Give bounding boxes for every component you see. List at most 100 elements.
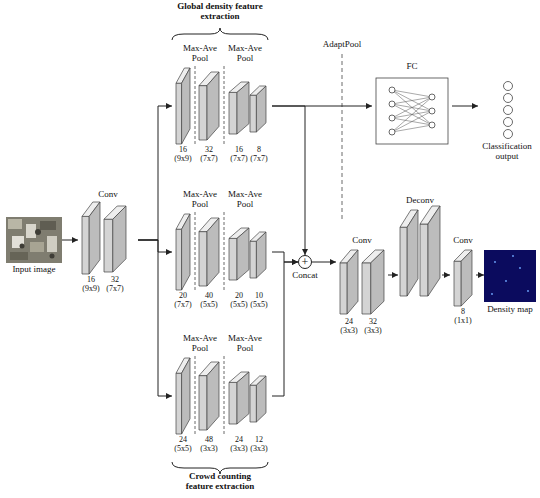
layer-size: 40 (5x5) <box>198 292 220 310</box>
fc-layer <box>389 115 395 121</box>
connector-arrow <box>62 240 78 241</box>
conv-block: Conv 24 (3x3)32 (3x3) <box>336 236 388 340</box>
adaptpool-divider <box>342 54 343 222</box>
deconv-block: Deconv <box>398 196 442 296</box>
fc-block: FC <box>372 62 452 150</box>
layer-label: Max-Ave Pool <box>225 334 265 354</box>
fc-layer <box>392 111 432 132</box>
connector-arrow <box>138 106 172 240</box>
fc-layer <box>376 78 448 144</box>
input-photo <box>12 236 24 248</box>
input-photo <box>50 254 55 259</box>
connector-arrow <box>452 106 478 107</box>
branch-block: Max-Ave PoolMax-Ave Pool24 (5x5)48 (3x3)… <box>172 334 272 458</box>
branch-layers <box>176 214 190 290</box>
fc-layer <box>389 87 395 93</box>
branch-layers <box>250 232 266 278</box>
input-photo <box>47 236 57 252</box>
layer-label: Deconv <box>398 196 442 206</box>
layer-size: 16 (9x9) <box>172 146 194 164</box>
density-map-image <box>491 293 493 295</box>
layer-size: 20 (5x5) <box>228 292 250 310</box>
layer-size: 32 (3x3) <box>361 318 385 336</box>
connector-arrow <box>138 240 172 396</box>
branch-layers <box>229 228 249 280</box>
layer-size: 24 (3x3) <box>228 436 250 454</box>
input-image: Input image <box>6 217 62 279</box>
deconv-layers <box>400 206 440 296</box>
layer-size: 20 (7x7) <box>172 292 194 310</box>
branch-layers <box>195 212 196 290</box>
branch-layers <box>176 66 266 434</box>
fc-layer <box>429 122 435 128</box>
input-photo <box>35 229 41 235</box>
conv-block: Conv 16 (9x9)32 (7x7) <box>78 190 138 298</box>
density-map-image <box>484 250 536 302</box>
branch-layers <box>199 218 219 286</box>
section-title: Crowd counting feature extraction <box>175 472 265 492</box>
top-brace <box>172 28 268 40</box>
fc-layer <box>392 90 432 97</box>
fc-layer <box>392 90 432 111</box>
branch-block: Max-Ave PoolMax-Ave Pool16 (9x9)32 (7x7)… <box>172 44 272 168</box>
conv-layers <box>454 250 472 306</box>
connector-arrow <box>312 262 336 263</box>
layer-size: 16 (7x7) <box>228 146 250 164</box>
branch-layers <box>176 358 190 434</box>
deconv-layers <box>420 206 440 296</box>
layer-label: AdaptPool <box>312 40 372 50</box>
conv-layers <box>82 202 126 274</box>
conv-layers <box>362 250 384 314</box>
layer-label: Conv <box>336 236 388 246</box>
branch-layers <box>224 66 225 144</box>
output-neurons <box>504 82 513 91</box>
input-photo <box>6 217 62 263</box>
fc-layer <box>392 90 432 125</box>
fc-layer <box>392 97 432 118</box>
fc-layer <box>429 94 435 100</box>
connector-arrow <box>272 252 298 262</box>
adaptpool-divider <box>342 54 343 222</box>
connector-arrow <box>138 240 172 252</box>
layer-size: 32 (7x7) <box>198 146 220 164</box>
layer-size: 24 (3x3) <box>337 318 361 336</box>
layer-size: 16 (9x9) <box>79 276 103 294</box>
connector-arrow <box>442 275 450 276</box>
fc-layer <box>389 101 395 107</box>
layer-size: 48 (3x3) <box>198 436 220 454</box>
density-map-image <box>494 261 496 263</box>
output-neurons <box>504 94 513 103</box>
layer-label: Conv <box>78 190 138 200</box>
fc-layer <box>392 97 432 104</box>
layer-label: Density map <box>484 305 536 315</box>
layer-label: Max-Ave Pool <box>180 334 220 354</box>
input-photo <box>26 224 36 238</box>
layer-label: Classification output <box>478 142 536 162</box>
density-map-image <box>512 255 514 257</box>
branch-layers <box>195 66 196 144</box>
layer-label: Max-Ave Pool <box>225 44 265 64</box>
layer-size: 32 (7x7) <box>103 276 127 294</box>
density-map-image <box>519 267 521 269</box>
layer-size: 12 (3x3) <box>248 436 270 454</box>
fc-layer <box>392 125 432 132</box>
branch-layers <box>229 82 249 134</box>
conv-layers <box>454 250 472 306</box>
fc-layer <box>392 97 432 132</box>
input-photo <box>10 252 28 260</box>
layer-label: FC <box>372 62 452 72</box>
branch-layers <box>224 212 225 290</box>
deconv-layers <box>400 210 418 296</box>
concat-symbol: + <box>298 255 312 269</box>
layer-size: 8 (1x1) <box>452 308 474 326</box>
density-map: Density map <box>484 250 536 324</box>
branch-layers <box>229 372 249 424</box>
branch-layers <box>195 356 196 434</box>
layer-label: Input image <box>6 265 62 275</box>
density-map-image <box>527 290 529 292</box>
output-neurons <box>504 130 513 139</box>
output-neurons <box>504 82 513 139</box>
connector-arrow <box>272 262 298 396</box>
input-photo <box>40 221 56 230</box>
top-brace <box>172 28 268 40</box>
